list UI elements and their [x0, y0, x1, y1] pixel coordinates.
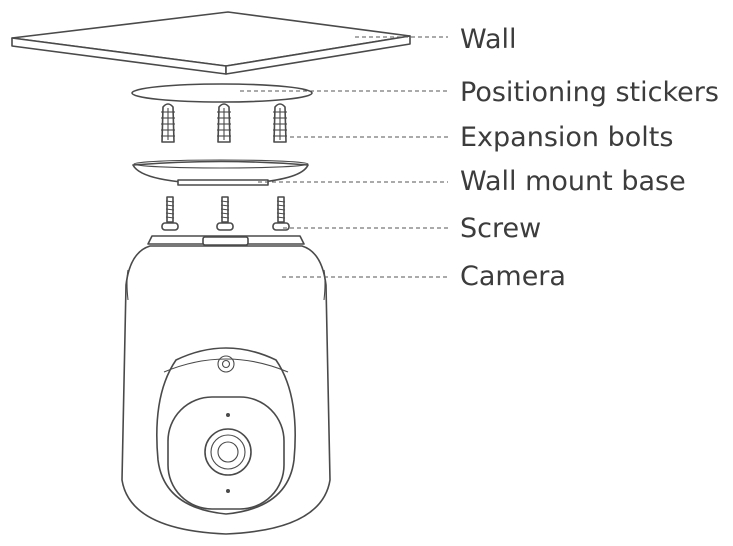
label-camera: Camera	[460, 261, 566, 292]
screw-icon	[216, 196, 234, 231]
camera-illustration	[121, 235, 331, 535]
expansion-bolt-icon	[161, 103, 175, 143]
screw-icon	[272, 196, 290, 231]
leader-lines	[240, 36, 448, 278]
label-positioning-stickers: Positioning stickers	[460, 77, 719, 108]
expansion-bolt-icon	[273, 103, 287, 143]
label-wall-mount-base: Wall mount base	[460, 166, 686, 197]
label-expansion-bolts: Expansion bolts	[460, 122, 674, 153]
label-screw: Screw	[460, 213, 542, 244]
screw-icon	[161, 196, 179, 231]
expansion-bolt-icon	[217, 103, 231, 143]
screws-illustration	[161, 196, 290, 231]
positioning-sticker-illustration	[131, 83, 313, 103]
wall-mount-base-illustration	[132, 159, 309, 186]
wall-illustration	[11, 11, 411, 75]
expansion-bolts-illustration	[161, 103, 287, 143]
label-wall: Wall	[460, 24, 517, 55]
